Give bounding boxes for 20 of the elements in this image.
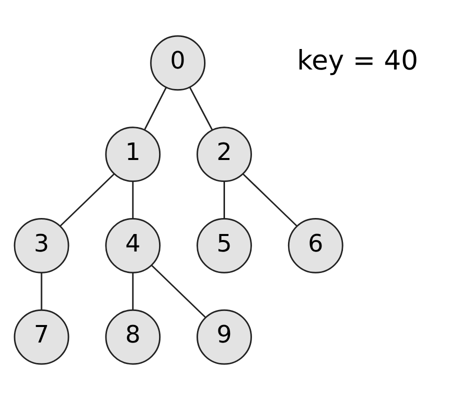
connector [189, 86, 213, 130]
node-circle: 5 [196, 218, 252, 274]
node-circle: 7 [14, 309, 70, 365]
node-circle: 4 [105, 218, 161, 274]
label: key = 40 [296, 46, 418, 77]
node-circle: 0 [150, 35, 206, 91]
connector [144, 87, 167, 130]
node-circle: 3 [14, 218, 70, 274]
node-circle: 1 [105, 126, 161, 182]
node-circle: 8 [105, 309, 161, 365]
connector [151, 264, 206, 318]
connector [132, 181, 134, 218]
connector [40, 272, 42, 310]
connector [132, 272, 134, 310]
node-circle: 2 [196, 126, 252, 182]
connector [242, 174, 298, 226]
connector [60, 174, 114, 226]
node-circle: 6 [288, 218, 344, 274]
connector [224, 181, 225, 218]
node-circle: 9 [196, 309, 252, 365]
